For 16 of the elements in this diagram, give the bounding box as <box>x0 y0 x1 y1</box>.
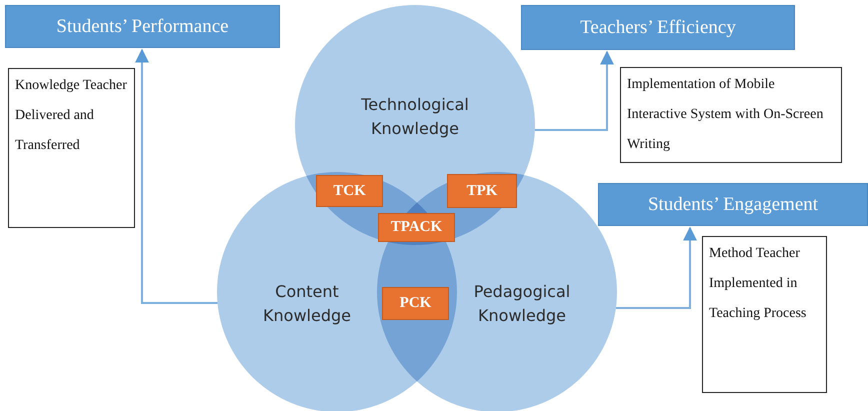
overlap-tag: TPACK <box>378 213 455 242</box>
heading-banner: Teachers’ Efficiency <box>521 5 795 50</box>
arrow <box>534 50 614 131</box>
text-box: Implementation of Mobile Interactive System with On-Screen Writing <box>620 67 842 163</box>
overlap-tag: TCK <box>316 175 383 207</box>
arrow <box>135 48 218 304</box>
circle-label: Technological Knowledge <box>360 94 470 140</box>
overlap-tag: PCK <box>382 287 449 320</box>
heading-banner: Students’ Engagement <box>598 183 868 226</box>
text-box: Knowledge Teacher Delivered and Transferred <box>8 68 135 228</box>
text-box: Method Teacher Implemented in Teaching Process <box>702 236 827 393</box>
arrow <box>616 226 697 309</box>
circle-label: Pedagogical Knowledge <box>472 281 572 327</box>
circle-label: Content Knowledge <box>262 281 352 327</box>
overlap-tag: TPK <box>447 174 517 208</box>
heading-banner: Students’ Performance <box>5 5 280 48</box>
